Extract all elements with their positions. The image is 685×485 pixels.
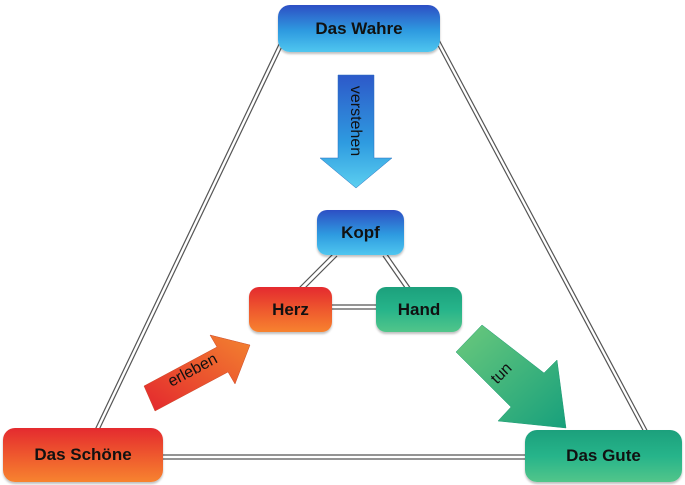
arrow-label-verstehen: verstehen [347, 85, 364, 157]
connector-wahre-schoene [93, 37, 287, 433]
connector-kopf-herz [297, 252, 338, 293]
arrow-verstehen [319, 74, 393, 189]
node-das-gute: Das Gute [525, 430, 682, 482]
node-label: Das Gute [566, 446, 641, 465]
node-das-schoene: Das Schöne [3, 428, 163, 482]
connector-kopf-hand [382, 252, 412, 293]
node-label: Das Wahre [315, 18, 403, 38]
arrow-tun [455, 324, 567, 429]
node-label: Hand [397, 299, 441, 319]
node-hand: Hand [376, 287, 462, 332]
connector-wahre-gute [433, 37, 650, 435]
connector-schoene-gute [160, 454, 528, 460]
node-label: Kopf [341, 222, 380, 242]
arrow-erleben [143, 334, 251, 412]
node-das-wahre: Das Wahre [278, 5, 440, 52]
node-label: Herz [272, 299, 309, 319]
node-kopf: Kopf [317, 210, 404, 255]
connector-herz-hand [330, 304, 378, 310]
node-label: Das Schöne [34, 445, 132, 464]
node-herz: Herz [249, 287, 332, 332]
